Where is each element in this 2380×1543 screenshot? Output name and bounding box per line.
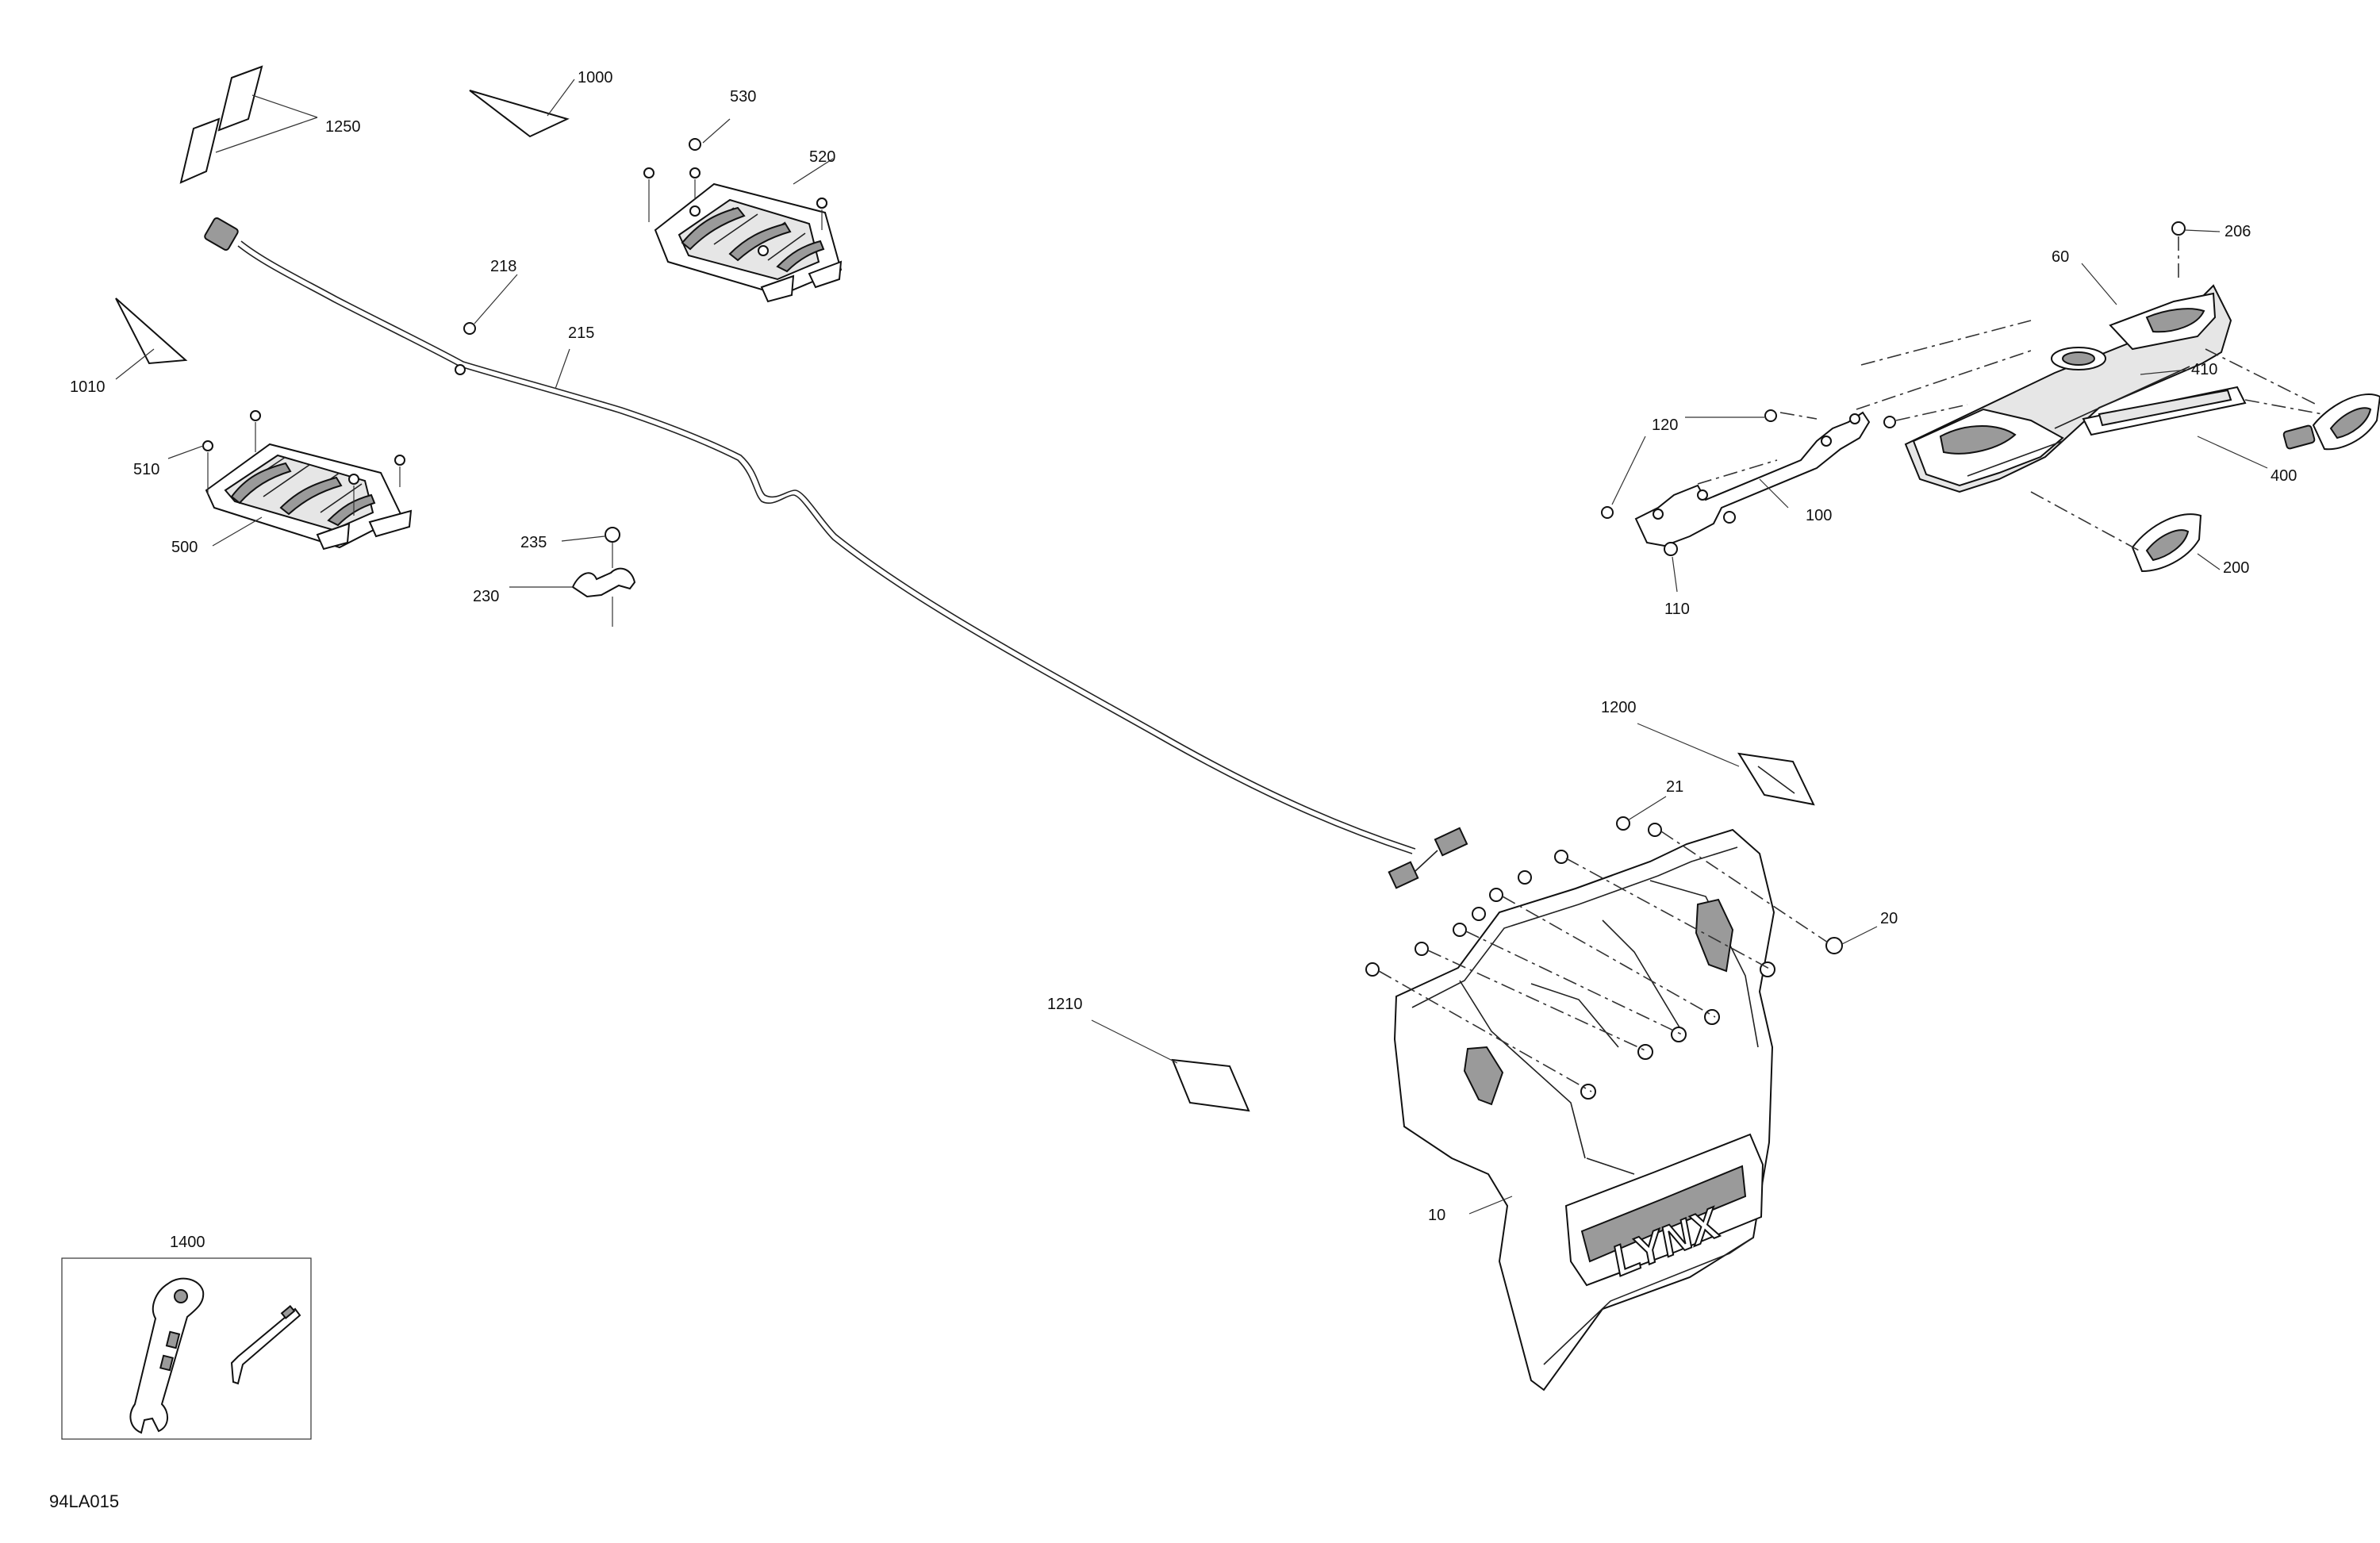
callout-218: 218	[490, 258, 516, 275]
snow-flap-10: LYNX 21 20 10	[1365, 778, 1898, 1391]
callout-110: 110	[1664, 601, 1690, 618]
decal-1000: 1000	[469, 69, 613, 138]
footrest-plate-520: 530 520	[643, 88, 843, 303]
callout-1000: 1000	[578, 69, 613, 86]
decal-1200: 1200	[1601, 699, 1815, 806]
callout-60: 60	[2052, 248, 2069, 266]
decal-1010: 1010	[70, 297, 188, 396]
callout-1400: 1400	[170, 1234, 205, 1251]
callout-230: 230	[473, 588, 499, 605]
callout-206: 206	[2225, 223, 2251, 240]
callout-1250: 1250	[325, 118, 361, 136]
taillight-assembly-60: 206 60 410	[1904, 221, 2251, 493]
turn-light-200: 200	[2030, 348, 2380, 577]
callout-1010: 1010	[70, 378, 106, 396]
clamp-230: 235 230	[473, 527, 636, 627]
callout-520: 520	[809, 148, 835, 166]
callout-510: 510	[133, 461, 159, 478]
diagram-id: 94LA015	[49, 1491, 119, 1511]
bracket-100: 120 100 110	[1601, 320, 2032, 618]
callout-500: 500	[171, 539, 198, 556]
callout-215: 215	[568, 324, 594, 342]
callout-100: 100	[1806, 507, 1832, 524]
wrench-icon	[129, 1277, 205, 1434]
callout-400: 400	[2271, 467, 2297, 485]
callout-530: 530	[730, 88, 756, 106]
callout-235: 235	[520, 534, 547, 551]
callout-10: 10	[1428, 1207, 1445, 1224]
callout-120: 120	[1652, 416, 1678, 434]
tool-kit-1400: 1400	[61, 1234, 312, 1440]
callout-21: 21	[1666, 778, 1683, 796]
footrest-plate-500: 510 500	[133, 410, 413, 556]
hex-key-icon	[230, 1305, 301, 1385]
callout-1200: 1200	[1601, 699, 1637, 716]
callout-20: 20	[1880, 910, 1898, 927]
wire-harness-215: 218 215	[204, 217, 1468, 889]
decal-1210: 1210	[1047, 996, 1250, 1112]
callout-410: 410	[2191, 361, 2217, 378]
connector-icon	[204, 217, 239, 251]
callout-200: 200	[2223, 559, 2249, 577]
callout-1210: 1210	[1047, 996, 1083, 1013]
decal-1250: 1250	[179, 65, 361, 184]
